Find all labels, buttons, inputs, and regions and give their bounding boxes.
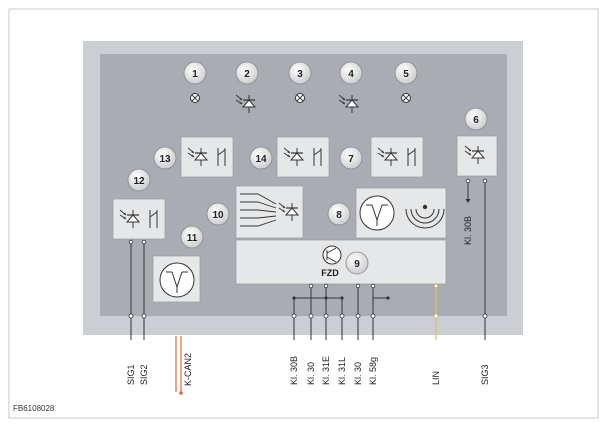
fzd-module-box: [235, 239, 447, 285]
pin-label-sig3: SIG3: [480, 364, 490, 385]
callout-9: 9: [345, 251, 369, 275]
component-box-13: [180, 136, 234, 178]
svg-text:6: 6: [473, 115, 479, 126]
pin-label-kl30-2: Kl. 30: [353, 362, 363, 385]
svg-text:7: 7: [348, 154, 354, 165]
pin-label-sig2: SIG2: [139, 364, 149, 385]
callout-10: 10: [206, 202, 230, 226]
svg-text:11: 11: [187, 233, 198, 244]
callout-4: 4: [339, 61, 363, 85]
callout-7: 7: [339, 146, 363, 170]
callout-1: 1: [183, 61, 207, 85]
callout-11: 11: [180, 225, 204, 249]
kl30b-internal-label: Kl. 30B: [463, 216, 473, 245]
sensor-icon: [359, 195, 395, 231]
svg-text:14: 14: [255, 154, 267, 165]
pin-label-lin: LIN: [431, 371, 441, 385]
pin-label-kl31l: Kl. 31L: [337, 357, 347, 385]
callout-8: 8: [327, 202, 351, 226]
lamp-icon: [190, 93, 200, 103]
pin-label-kcan2: K-CAN2: [183, 353, 193, 386]
fzd-label: FZD: [321, 268, 339, 278]
pin-label-kl30b: Kl. 30B: [289, 356, 299, 385]
pin-label-kl31e: Kl. 31E: [321, 356, 331, 385]
svg-text:9: 9: [354, 259, 360, 270]
pin-label-kl58g: Kl. 58g: [368, 357, 378, 385]
lamp-icon: [401, 93, 411, 103]
svg-text:1: 1: [192, 69, 198, 80]
callout-13: 13: [153, 146, 177, 170]
component-box-12: [112, 198, 166, 240]
kcan2-wires: [175, 336, 182, 392]
svg-text:2: 2: [244, 69, 250, 80]
sensor-icon: [159, 262, 195, 298]
transistor-icon: [322, 245, 342, 265]
svg-text:5: 5: [403, 69, 409, 80]
callout-5: 5: [394, 61, 418, 85]
callout-6: 6: [464, 107, 488, 131]
fzd-wiring: [293, 287, 388, 316]
svg-text:3: 3: [297, 69, 303, 80]
svg-text:12: 12: [133, 176, 145, 187]
ultrasonic-waves-icon: [405, 204, 445, 229]
pin-label-kl30: Kl. 30: [306, 362, 316, 385]
callout-3: 3: [288, 61, 312, 85]
svg-text:8: 8: [336, 210, 342, 221]
callout-2: 2: [235, 61, 259, 85]
figure-code: FB6108028: [13, 404, 55, 413]
svg-text:4: 4: [348, 69, 354, 80]
pin-label-sig1: SIG1: [126, 364, 136, 385]
svg-text:13: 13: [159, 154, 171, 165]
lamp-icon: [295, 93, 305, 103]
light-guide-icon: [240, 193, 277, 227]
component-box-14: [276, 136, 330, 178]
external-wires: [130, 318, 486, 340]
svg-text:10: 10: [212, 210, 224, 221]
component-box-7: [370, 136, 424, 178]
callout-12: 12: [127, 168, 151, 192]
callout-14: 14: [249, 146, 273, 170]
